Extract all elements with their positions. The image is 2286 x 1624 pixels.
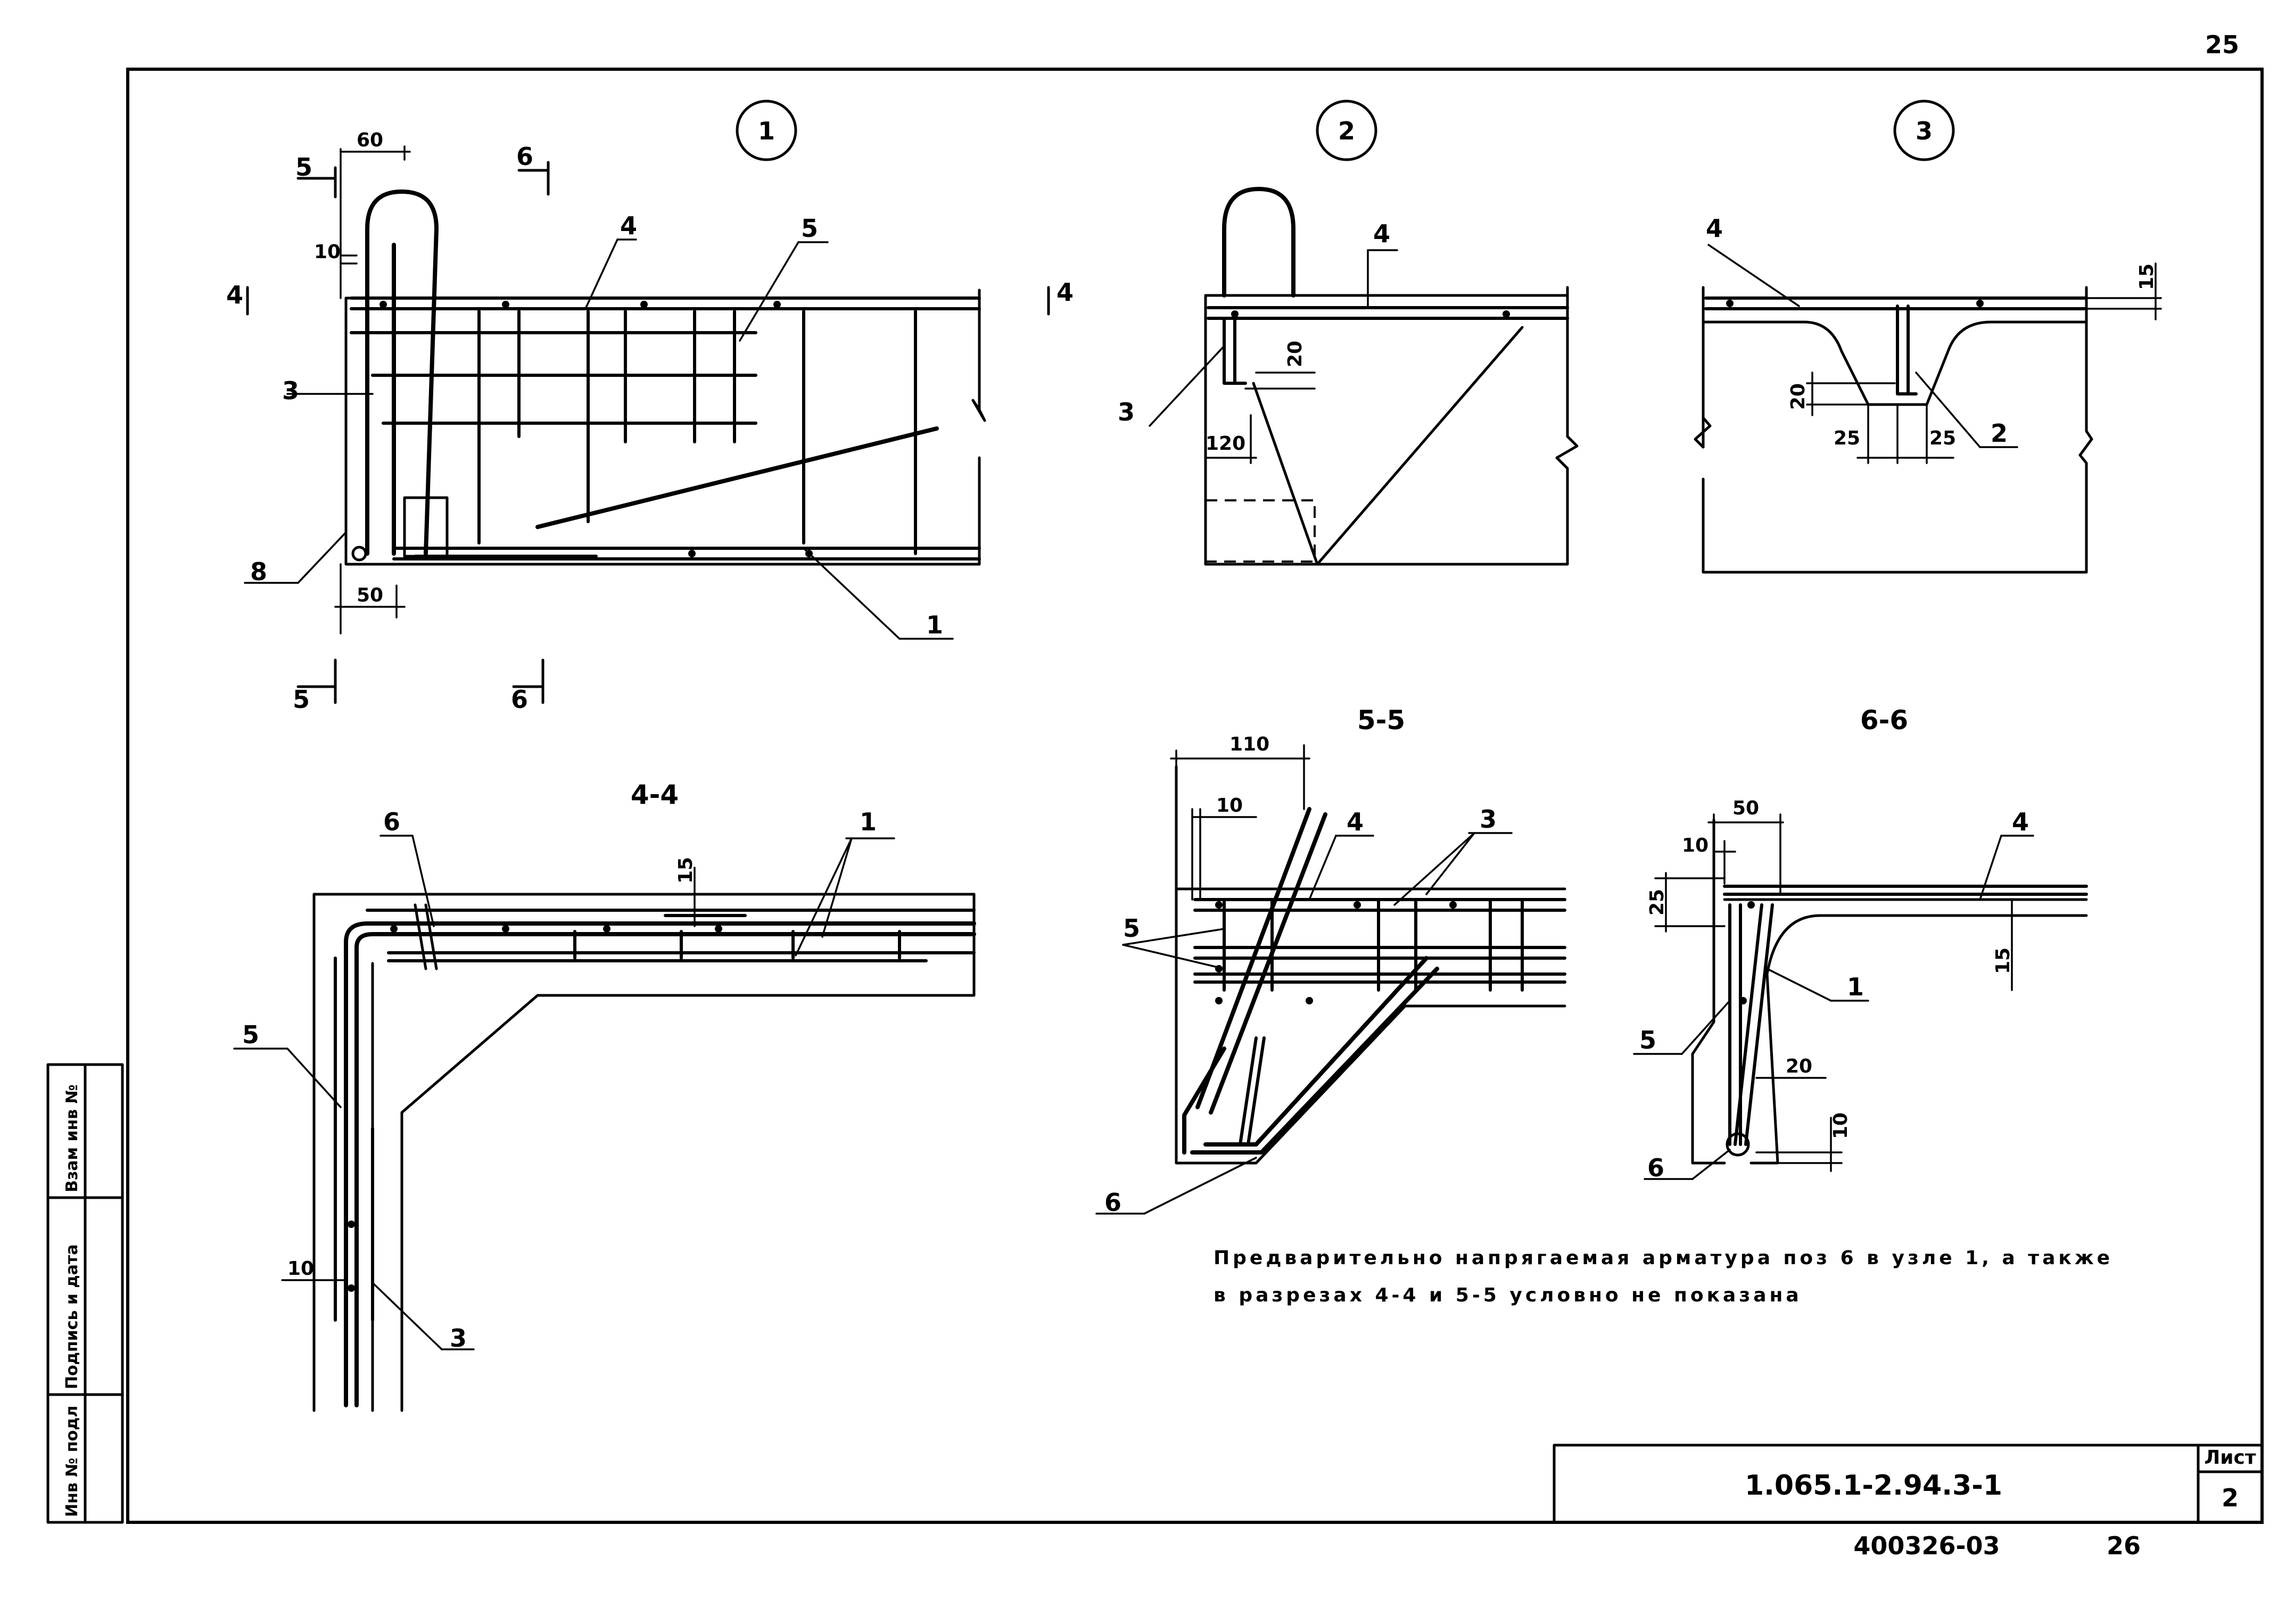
svg-text:5: 5 — [293, 685, 310, 714]
sec44-label-3: 3 — [450, 1324, 467, 1353]
sec66-dim-50: 50 — [1732, 797, 1759, 819]
sec66-dim-10b: 10 — [1830, 1112, 1852, 1139]
sheet-number: 2 — [2222, 1483, 2239, 1512]
svg-text:4: 4 — [1057, 278, 1074, 307]
node3-dim-25b: 25 — [1929, 427, 1956, 449]
node1-label-5: 5 — [801, 214, 818, 243]
node3-dim-20: 20 — [1787, 383, 1809, 410]
node1-label-3: 3 — [282, 376, 299, 405]
title-block: 1.065.1-2.94.3-1 Лист 2 — [1553, 1444, 2264, 1524]
svg-text:6: 6 — [516, 142, 533, 171]
sec55-label-3: 3 — [1480, 805, 1497, 834]
sec55-label-4: 4 — [1347, 807, 1364, 836]
node3-dim-15: 15 — [2136, 263, 2158, 290]
sec66-dim-20: 20 — [1786, 1056, 1812, 1077]
node1-label-8: 8 — [250, 557, 267, 586]
node-marker-2: 2 — [1316, 100, 1377, 161]
drawing-code: 1.065.1-2.94.3-1 — [1745, 1470, 2002, 1502]
node-marker-1: 1 — [736, 100, 797, 161]
side-stamp-inv: Инв № подл — [63, 1406, 81, 1517]
sec55-label-6: 6 — [1104, 1188, 1121, 1217]
section-4-4-drawing: 15 10 6 1 5 3 — [233, 807, 976, 1412]
sec44-label-1: 1 — [860, 807, 877, 836]
svg-text:2: 2 — [1338, 117, 1355, 145]
sec55-label-5: 5 — [1123, 914, 1140, 943]
page-number: 25 — [2205, 30, 2239, 59]
node1-dim-10: 10 — [314, 241, 341, 263]
node3-dim-25a: 25 — [1834, 427, 1860, 449]
sheet-label: Лист — [2204, 1447, 2256, 1469]
node-marker-3: 3 — [1893, 100, 1955, 161]
archive-number: 400326-03 — [1853, 1531, 2000, 1560]
node1-dim-50: 50 — [357, 584, 383, 606]
node2-dim-120: 120 — [1206, 433, 1245, 455]
side-stamp-replace: Взам инв № — [63, 1084, 81, 1192]
node1-label-4: 4 — [620, 211, 637, 240]
sec55-dim-10: 10 — [1216, 795, 1243, 817]
section-5-5-title: 5-5 — [1357, 705, 1405, 736]
section-4-4-title: 4-4 — [631, 779, 679, 810]
sec44-dim-15: 15 — [675, 857, 697, 884]
drawing-frame — [126, 68, 2264, 1524]
sec66-dim-10a: 10 — [1682, 835, 1709, 856]
node3-label-4: 4 — [1706, 214, 1723, 243]
node2-label-3: 3 — [1118, 398, 1135, 426]
node-2-drawing: 20 120 4 3 — [1118, 187, 1579, 566]
node-1-drawing: 60 10 50 4 5 3 8 1 — [244, 129, 986, 640]
svg-text:6: 6 — [511, 685, 528, 714]
node-3-drawing: 15 20 25 25 4 2 — [1694, 214, 2162, 574]
svg-text:1: 1 — [758, 117, 775, 145]
node2-dim-20: 20 — [1284, 341, 1306, 367]
sec66-dim-15: 15 — [1992, 947, 2014, 974]
sec66-dim-25: 25 — [1646, 889, 1668, 916]
sec44-label-5: 5 — [242, 1020, 259, 1049]
svg-text:5: 5 — [295, 153, 312, 182]
sec66-label-1: 1 — [1847, 972, 1864, 1001]
node3-label-2: 2 — [1991, 419, 2008, 448]
svg-text:4: 4 — [226, 281, 243, 309]
sec55-dim-110: 110 — [1229, 733, 1269, 755]
archive-page: 26 — [2107, 1531, 2141, 1560]
node2-label-4: 4 — [1373, 219, 1390, 248]
sec44-label-6: 6 — [383, 807, 400, 836]
sec44-dim-10: 10 — [287, 1258, 314, 1280]
cut-marks: 4 4 5 5 6 6 — [226, 142, 1074, 714]
section-6-6-title: 6-6 — [1860, 705, 1908, 736]
side-stamp-sign: Подпись и дата — [63, 1244, 81, 1389]
note-line-2: в разрезах 4-4 и 5-5 условно не показана — [1214, 1284, 1802, 1306]
node1-dim-60: 60 — [357, 129, 383, 151]
sec66-label-4: 4 — [2012, 807, 2029, 836]
sec66-label-5: 5 — [1639, 1026, 1656, 1054]
section-5-5-drawing: 110 10 4 3 5 6 — [1095, 733, 1566, 1217]
svg-text:3: 3 — [1916, 117, 1933, 145]
node1-label-1: 1 — [926, 611, 943, 639]
section-6-6-drawing: 50 10 25 15 20 10 4 1 5 6 — [1633, 797, 2088, 1182]
side-stamp: Инв № подл Подпись и дата Взам инв № — [46, 1063, 124, 1524]
note-line-1: Предварительно напрягаемая арматура поз … — [1214, 1247, 2113, 1269]
sec66-label-6: 6 — [1647, 1153, 1664, 1182]
